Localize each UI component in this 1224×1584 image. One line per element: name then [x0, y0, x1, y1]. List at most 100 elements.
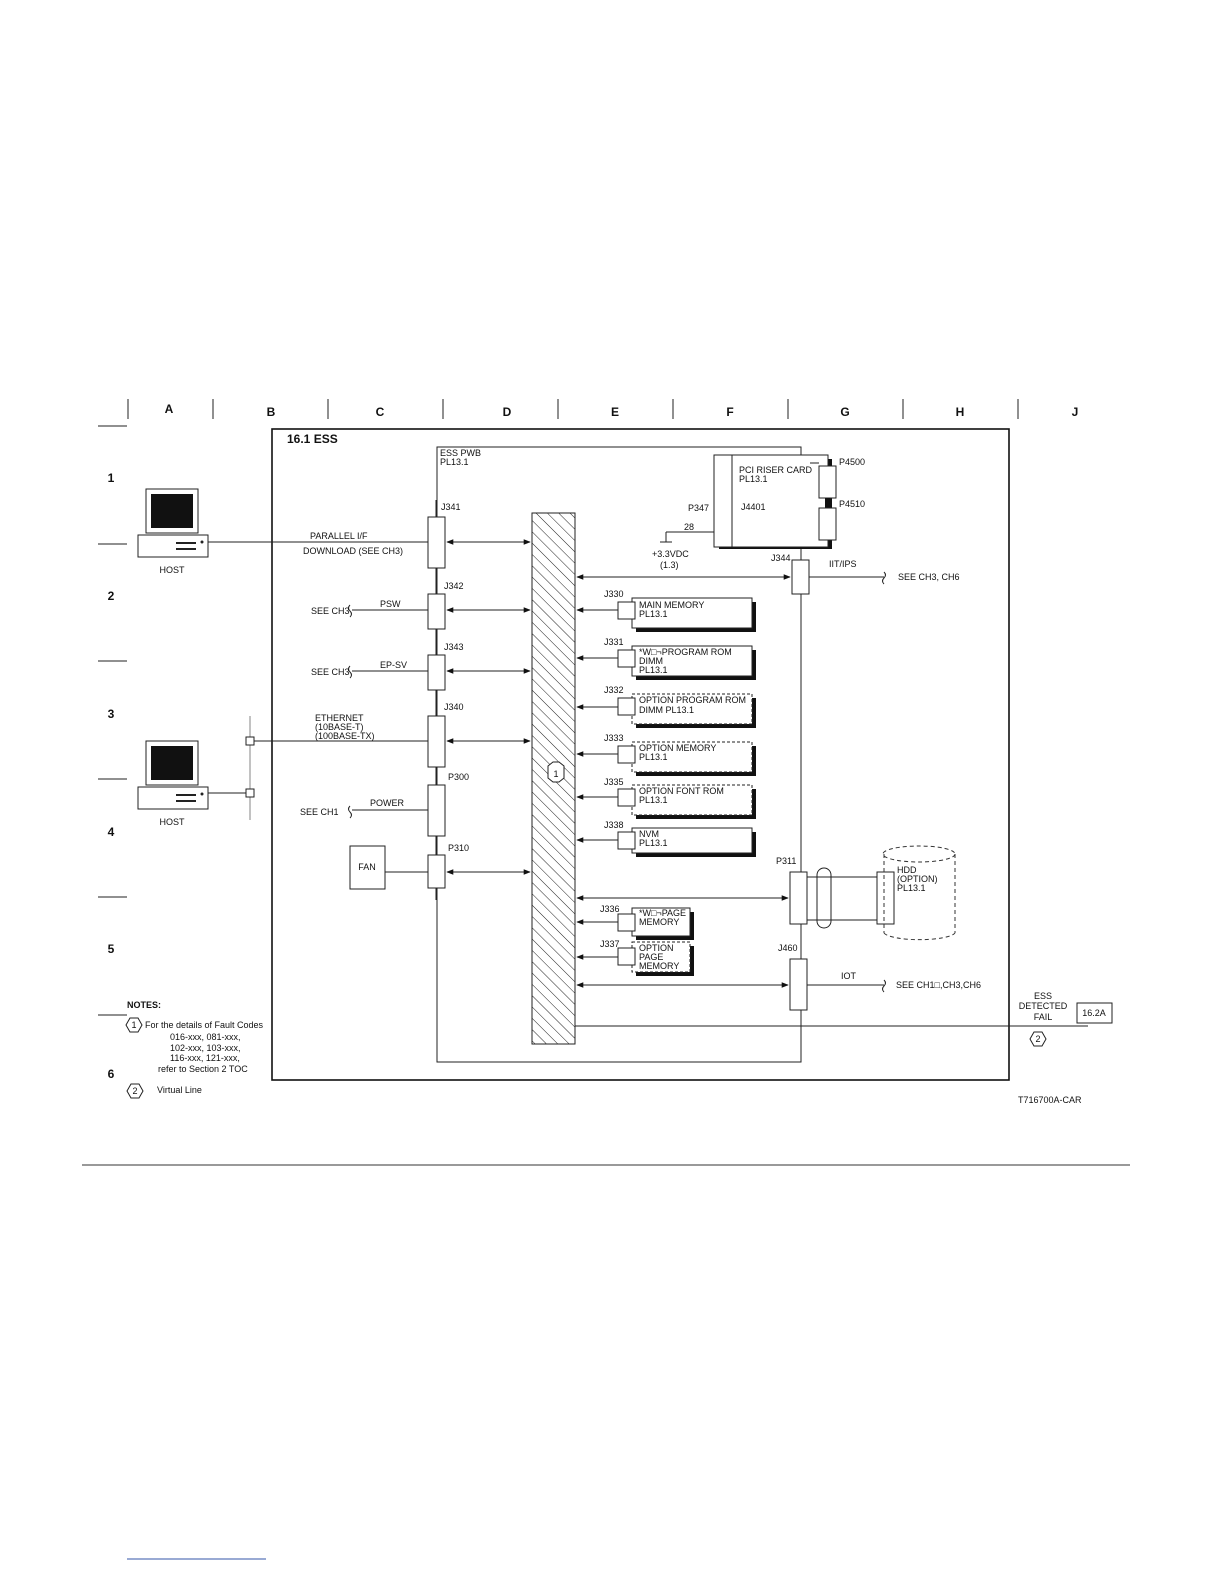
epsv-label: EP-SV: [380, 660, 407, 670]
pci-ref: (1.3): [660, 560, 679, 570]
memory-label-2: DIMM: [639, 656, 663, 666]
pci-p4510: P4510: [839, 499, 865, 509]
grid-row-markers: 1 2 3 4 5 6: [98, 425, 127, 1081]
grid-col-label: J: [1072, 405, 1079, 419]
page-memory-j337: J337 OPTION PAGE MEMORY: [576, 939, 694, 976]
page-memory-label-2: PAGE: [639, 952, 663, 962]
label-j460: J460: [778, 943, 798, 953]
grid-col-label: E: [611, 405, 619, 419]
memory-label-2: PL13.1: [639, 609, 668, 619]
psw-see-label: SEE CH3: [311, 606, 350, 616]
hdd-drive: [882, 845, 956, 941]
memory-jack: J335: [604, 777, 624, 787]
label-p311: P311: [776, 856, 796, 866]
bus-marker-label: 1: [553, 769, 558, 779]
ethernet-t-label: (10BASE-T): [315, 722, 364, 732]
connector-p310: [427, 854, 446, 889]
ethernet-tx-label: (100BASE-TX): [315, 731, 375, 741]
memory-jack: J330: [604, 589, 624, 599]
memory-label-1: OPTION PROGRAM ROM: [639, 695, 746, 705]
notes-title: NOTES:: [127, 1000, 161, 1010]
host-computer-2: [137, 740, 209, 810]
grid-col-label: A: [165, 402, 174, 416]
page-memory-jack: J337: [600, 939, 620, 949]
label-j340: J340: [444, 702, 464, 712]
memory-label-2: DIMM PL13.1: [639, 705, 694, 715]
iit-see-label: SEE CH3, CH6: [898, 572, 960, 582]
grid-col-label: G: [840, 405, 849, 419]
memory-jack: J332: [604, 685, 624, 695]
label-j341: J341: [441, 502, 461, 512]
label-p310: P310: [448, 843, 469, 853]
memory-j338: J338 NVM PL13.1: [576, 820, 756, 857]
section-title: 16.1 ESS: [287, 432, 338, 446]
grid-col-label: H: [956, 405, 965, 419]
psw-label: PSW: [380, 599, 401, 609]
pci-p4500: P4500: [839, 457, 865, 467]
pci-name: PCI RISER CARD: [739, 465, 813, 475]
memory-jack: J331: [604, 637, 624, 647]
page-memory-label-2: MEMORY: [639, 917, 679, 927]
memory-j330: J330 MAIN MEMORY PL13.1: [576, 589, 756, 632]
memory-j331: J331 *W□¬PROGRAM ROM DIMM PL13.1: [576, 637, 756, 680]
connector-j342: [427, 593, 446, 630]
grid-col-label: B: [267, 405, 276, 419]
ess-frame: [271, 428, 1010, 1081]
grid-row-label: 6: [108, 1067, 115, 1081]
grid-row-label: 4: [108, 825, 115, 839]
host-computer-1: [137, 488, 209, 558]
hdd-cable: [807, 867, 877, 929]
hdd-label-2: (OPTION): [897, 874, 938, 884]
pci-riser-card: [713, 454, 829, 548]
grid-row-label: 2: [108, 589, 115, 603]
power-see-label: SEE CH1: [300, 807, 339, 817]
note-2-hex: [126, 1083, 144, 1099]
connector-p4510: [818, 507, 837, 541]
grid-col-label: D: [503, 405, 512, 419]
memory-j335: J335 OPTION FONT ROM PL13.1: [576, 777, 756, 819]
ethernet-node: [245, 788, 255, 798]
memory-label-1: NVM: [639, 829, 659, 839]
iit-label: IIT/IPS: [829, 559, 857, 569]
connector-j460: [789, 958, 808, 1011]
grid-row-label: 5: [108, 942, 115, 956]
page-memory-j336: J336 *W□¬PAGE MEMORY: [576, 904, 694, 940]
label-p300: P300: [448, 772, 469, 782]
connector-p4500: [818, 465, 837, 499]
note-1-marker: [547, 761, 565, 783]
hdd-connector: [876, 871, 895, 925]
connector-j343: [427, 654, 446, 691]
memory-label-1: MAIN MEMORY: [639, 600, 704, 610]
fail-ref: 16.2A: [1082, 1008, 1106, 1018]
connector-j340: [427, 715, 446, 768]
pci-pin: 28: [684, 522, 694, 532]
note-1-hex: [125, 1017, 143, 1033]
memory-j333: J333 OPTION MEMORY PL13.1: [576, 733, 756, 776]
pci-p347: P347: [688, 503, 709, 513]
fail-label-2: DETECTED: [1019, 1001, 1068, 1011]
memory-label-1: OPTION FONT ROM: [639, 786, 724, 796]
fail-marker: 2: [1035, 1034, 1040, 1044]
note-1-line: 102-xxx, 103-xxx,: [170, 1043, 241, 1053]
memory-label-1: *W□¬PROGRAM ROM: [639, 647, 732, 657]
fail-label-1: ESS: [1034, 991, 1052, 1001]
note-2-marker: [1029, 1031, 1047, 1047]
connector-p311: [789, 871, 808, 925]
pwb-name: ESS PWB: [440, 448, 481, 458]
pwb-pl: PL13.1: [440, 457, 469, 467]
note-2-text: Virtual Line: [157, 1085, 202, 1095]
host-label: HOST: [159, 565, 185, 575]
grid-col-label: C: [376, 405, 385, 419]
note-1-line: For the details of Fault Codes: [145, 1020, 264, 1030]
page-memory-label-1: *W□¬PAGE: [639, 908, 686, 918]
grid-row-label: 3: [108, 707, 115, 721]
ethernet-node: [245, 736, 255, 746]
memory-j332: J332 OPTION PROGRAM ROM DIMM PL13.1: [576, 685, 756, 728]
figure-id: T716700A-CAR: [1018, 1095, 1082, 1105]
grid-row-label: 1: [108, 471, 115, 485]
epsv-see-label: SEE CH3: [311, 667, 350, 677]
fan-box: [349, 845, 386, 890]
memory-label-2: PL13.1: [639, 795, 668, 805]
memory-jack: J338: [604, 820, 624, 830]
label-j342: J342: [444, 581, 464, 591]
